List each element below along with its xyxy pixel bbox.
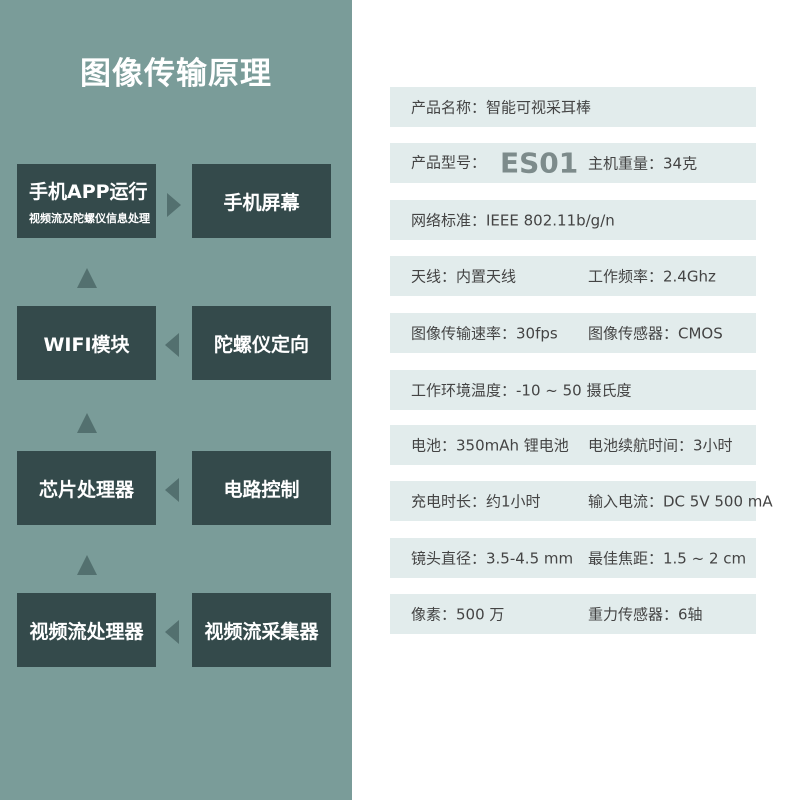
spec-text: 网络标准：IEEE 802.11b/g/n (411, 211, 615, 230)
spec-row: 像素：500 万 重力传感器：6轴 (390, 594, 756, 634)
model-label: 产品型号： (411, 153, 487, 172)
spec-row: 电池：350mAh 锂电池电池续航时间：3小时 (390, 425, 756, 465)
principle-panel: 图像传输原理 手机APP运行视频流及陀螺仪信息处理 手机屏幕 WIFI模块 陀螺… (0, 0, 352, 800)
spec-row: 充电时长：约1小时 输入电流：DC 5V 500 mA (390, 481, 773, 521)
spec-text: 产品名称：智能可视采耳棒 (411, 98, 592, 117)
spec-text: 电池续航时间：3小时 (588, 436, 733, 455)
spec-row: 天线：内置天线 工作频率：2.4Ghz (390, 256, 756, 296)
spec-text: 镜头直径：3.5-4.5 mm (411, 549, 574, 568)
panel-title: 图像传输原理 (80, 56, 272, 92)
spec-row: 网络标准：IEEE 802.11b/g/n (390, 200, 756, 240)
box-circuit: 电路控制 (192, 451, 331, 525)
box-video-proc: 视频流处理器 (17, 593, 156, 667)
box-gyro: 陀螺仪定向 (192, 306, 331, 380)
spec-row: 图像传输速率：30fps 图像传感器：CMOS (390, 313, 756, 353)
arrow-left-icon (165, 333, 179, 357)
model-value: ES01 (500, 146, 579, 180)
arrow-up-icon (77, 413, 97, 433)
spec-row: 产品型号： ES01 主机重量：34克 (390, 143, 756, 183)
spec-text: 天线：内置天线 (411, 267, 517, 286)
app-run-label: 手机APP运行 (29, 180, 148, 203)
arrow-left-icon (165, 620, 179, 644)
box-chip: 芯片处理器 (17, 451, 156, 525)
spec-text: 图像传感器：CMOS (588, 324, 723, 343)
spec-row: 工作环境温度：-10 ~ 50 摄氏度 (390, 370, 756, 410)
arrow-up-icon (77, 555, 97, 575)
box-wifi: WIFI模块 (17, 306, 156, 380)
spec-text: 工作环境温度：-10 ~ 50 摄氏度 (411, 381, 632, 400)
app-run-sub: 视频流及陀螺仪信息处理 (29, 211, 150, 225)
arrow-left-icon (165, 478, 179, 502)
spec-text: 充电时长：约1小时 (411, 492, 541, 511)
spec-text: 像素：500 万 (411, 605, 505, 624)
spec-text: 图像传输速率：30fps (411, 324, 558, 343)
spec-row: 镜头直径：3.5-4.5 mm 最佳焦距：1.5 ~ 2 cm (390, 538, 756, 578)
spec-text: 产品型号： ES01 (411, 147, 578, 180)
arrow-right-icon (167, 193, 181, 217)
spec-row: 产品名称：智能可视采耳棒 (390, 87, 756, 127)
spec-text: 输入电流：DC 5V 500 mA (588, 492, 773, 511)
box-app-run: 手机APP运行视频流及陀螺仪信息处理 (17, 164, 156, 238)
spec-text: 电池：350mAh 锂电池 (411, 436, 569, 455)
spec-text: 主机重量：34克 (588, 154, 698, 173)
spec-text: 最佳焦距：1.5 ~ 2 cm (588, 549, 747, 568)
spec-text: 重力传感器：6轴 (588, 605, 703, 624)
box-screen: 手机屏幕 (192, 164, 331, 238)
box-video-cap: 视频流采集器 (192, 593, 331, 667)
spec-text: 工作频率：2.4Ghz (588, 267, 716, 286)
arrow-up-icon (77, 268, 97, 288)
